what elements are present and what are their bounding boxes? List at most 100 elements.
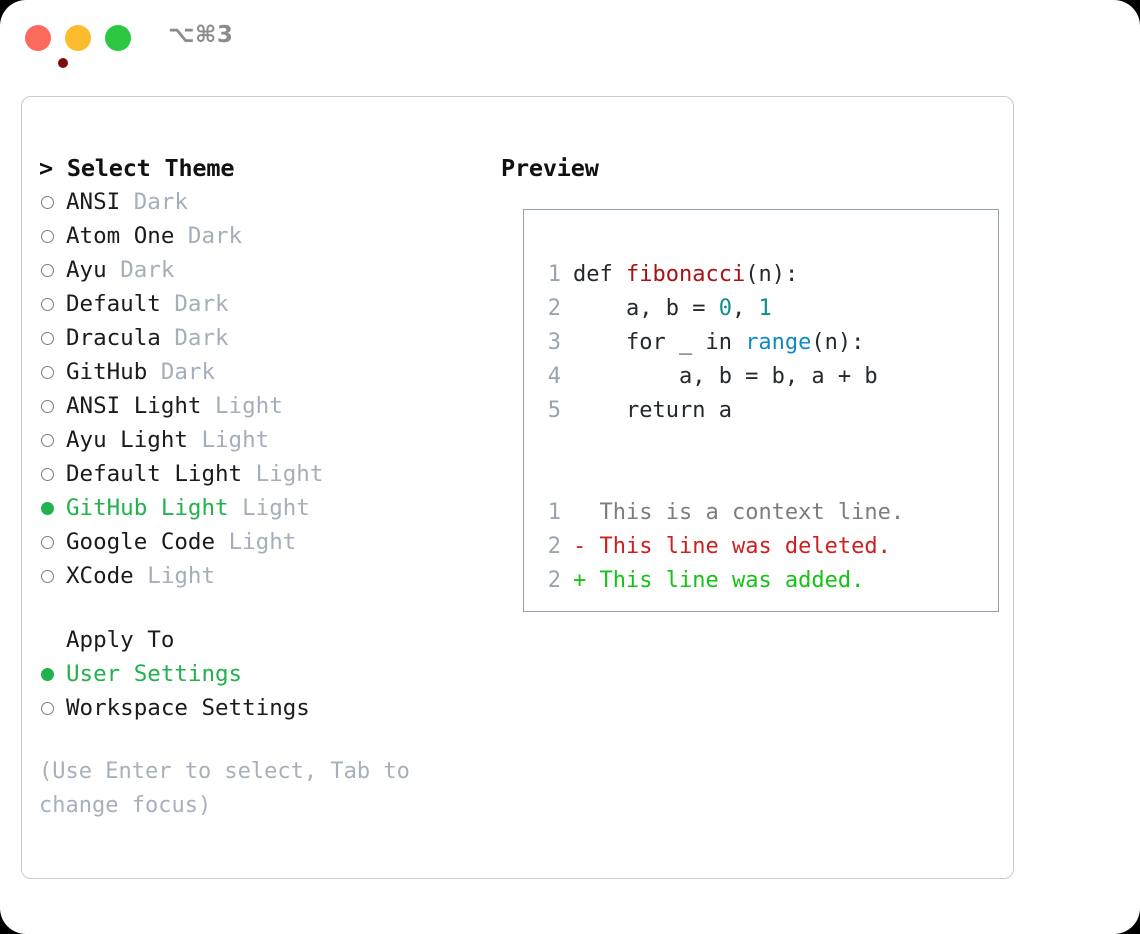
code-token: return a — [573, 398, 732, 423]
theme-name-label: Default — [66, 291, 161, 317]
radio-unselected-icon[interactable] — [41, 433, 54, 447]
minimize-window-button[interactable] — [65, 25, 91, 51]
spacer — [147, 355, 161, 389]
code-line: 1 def fibonacci(n): — [539, 258, 904, 292]
radio-unselected-icon[interactable] — [41, 569, 54, 583]
radio-unselected-icon[interactable] — [41, 365, 54, 379]
radio-unselected-icon[interactable] — [41, 399, 54, 413]
apply-to-option[interactable]: Workspace Settings — [39, 691, 489, 725]
theme-variant-tag: Dark — [133, 189, 188, 215]
theme-name-label: GitHub — [66, 359, 148, 385]
code-token: def — [573, 262, 626, 287]
radio-unselected-icon[interactable] — [41, 229, 54, 243]
code-token: (n): — [745, 262, 799, 287]
theme-list-item[interactable]: ANSI Dark — [39, 185, 489, 219]
line-number: 1 — [547, 500, 561, 525]
spacer — [107, 253, 121, 287]
radio-unselected-icon[interactable] — [41, 331, 54, 345]
line-number: 1 — [547, 262, 561, 287]
code-line: 4 a, b = b, a + b — [539, 360, 904, 394]
title-bar: ⌥⌘3 — [0, 0, 1140, 78]
theme-name-label: Ayu — [66, 257, 107, 283]
preview-header: Preview — [501, 154, 599, 182]
theme-variant-tag: Light — [228, 529, 297, 555]
code-token: , — [731, 296, 759, 321]
maximize-window-button[interactable] — [105, 25, 131, 51]
code-token: a, b = — [573, 296, 719, 321]
spacer — [120, 185, 134, 219]
code-spacer — [539, 428, 904, 462]
theme-name-label: GitHub Light — [66, 495, 229, 521]
theme-list-item[interactable]: XCode Light — [39, 559, 489, 593]
theme-name-label: Default Light — [66, 461, 243, 487]
code-line: 3 for _ in range(n): — [539, 326, 904, 360]
keyboard-hint-text: (Use Enter to select, Tab to change focu… — [39, 759, 424, 818]
theme-variant-tag: Dark — [160, 359, 216, 385]
theme-variant-tag: Dark — [187, 223, 243, 249]
theme-list-item[interactable]: Ayu Light Light — [39, 423, 489, 457]
radio-unselected-icon[interactable] — [41, 297, 54, 311]
spacer — [161, 321, 175, 355]
code-token: 1 — [758, 296, 772, 321]
select-theme-header: > Select Theme — [39, 154, 235, 182]
theme-name-label: ANSI Light — [66, 393, 202, 419]
window-title: ⌥⌘3 — [168, 22, 234, 48]
apply-to-header: Apply To — [66, 627, 175, 653]
code-token: (n): — [811, 330, 865, 355]
diff-marker — [573, 500, 600, 525]
line-number: 2 — [547, 296, 561, 321]
theme-name-label: XCode — [66, 563, 134, 589]
radio-selected-icon[interactable] — [41, 501, 54, 515]
radio-unselected-icon[interactable] — [41, 467, 54, 481]
spacer — [215, 525, 229, 559]
theme-variant-tag: Dark — [174, 325, 229, 351]
close-window-button[interactable] — [25, 25, 68, 68]
theme-variant-tag: Light — [255, 461, 324, 487]
apply-to-option-label: Workspace Settings — [66, 695, 310, 721]
line-number: 3 — [547, 330, 561, 355]
spacer — [242, 457, 256, 491]
diff-line: 1 This is a context line. — [539, 496, 904, 530]
spacer — [188, 423, 202, 457]
theme-list-item[interactable]: Default Dark — [39, 287, 489, 321]
spacer — [134, 559, 148, 593]
radio-unselected-icon[interactable] — [41, 263, 54, 277]
theme-list-item[interactable]: Google Code Light — [39, 525, 489, 559]
theme-variant-tag: Light — [147, 563, 216, 589]
theme-list-item[interactable]: GitHub Dark — [39, 355, 489, 389]
code-token: a, b = b, a + b — [573, 364, 878, 389]
diff-line: 2- This line was deleted. — [539, 530, 904, 564]
theme-name-label: Google Code — [66, 529, 216, 555]
theme-list-item[interactable]: Dracula Dark — [39, 321, 489, 355]
radio-unselected-icon[interactable] — [41, 701, 54, 715]
theme-list-item[interactable]: Atom One Dark — [39, 219, 489, 253]
diff-text: This line was added. — [599, 568, 865, 593]
line-number: 5 — [547, 398, 561, 423]
theme-list-item[interactable]: Default Light Light — [39, 457, 489, 491]
code-token: fibonacci — [625, 262, 746, 287]
code-line: 5 return a — [539, 394, 904, 428]
diff-marker: + — [573, 568, 600, 593]
theme-variant-tag: Light — [242, 495, 310, 521]
code-spacer — [539, 462, 904, 496]
theme-variant-tag: Light — [215, 393, 283, 419]
spacer — [174, 219, 188, 253]
theme-list-item[interactable]: Ayu Dark — [39, 253, 489, 287]
recording-indicator-dot — [58, 58, 68, 68]
radio-unselected-icon[interactable] — [41, 195, 54, 209]
theme-list-item[interactable]: ANSI Light Light — [39, 389, 489, 423]
radio-selected-icon[interactable] — [41, 667, 54, 681]
theme-variant-tag: Dark — [120, 257, 175, 283]
line-number: 2 — [547, 534, 561, 559]
theme-name-label: Atom One — [66, 223, 175, 249]
apply-to-option[interactable]: User Settings — [39, 657, 489, 691]
radio-unselected-icon[interactable] — [41, 535, 54, 549]
theme-variant-tag: Dark — [174, 291, 229, 317]
theme-list-item[interactable]: GitHub Light Light — [39, 491, 489, 525]
